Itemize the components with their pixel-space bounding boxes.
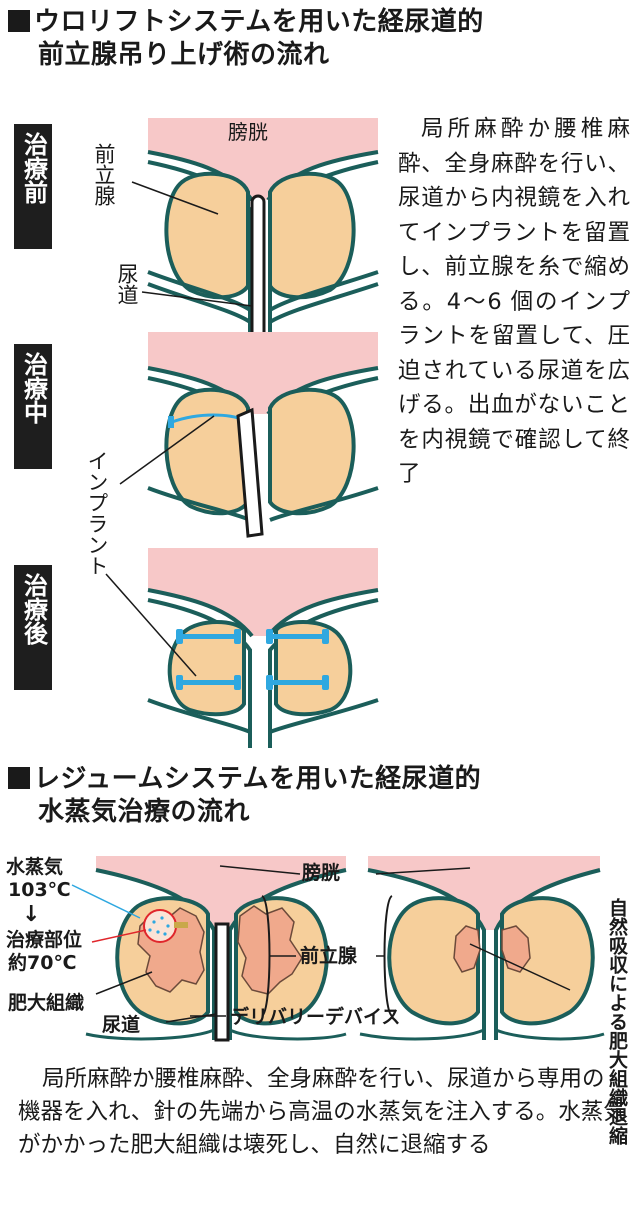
- label-delivery-device: デリバリーデバイス: [230, 1006, 401, 1028]
- section1-title-line2: 前立腺吊り上げ術の流れ: [38, 40, 330, 70]
- arrow-down-icon: ↓: [22, 902, 41, 927]
- diagram-steam-treatment: [71, 856, 347, 1042]
- section2-description: 局所麻酔か腰椎麻酔、全身麻酔を行い、尿道から専用の機器を入れ、針の先端から高温の…: [18, 1066, 626, 1158]
- label-prostate-1: 前立腺: [92, 143, 116, 206]
- stage-badge-during: 治療中: [14, 344, 52, 469]
- label-steam: 水蒸気: [6, 856, 64, 878]
- label-prostate-2: 前立腺: [300, 945, 358, 967]
- section1-description: 局所麻酔か腰椎麻酔、全身麻酔を行い、尿道から内視鏡を入れてインプラントを留置し、…: [398, 116, 630, 487]
- label-urethra-2: 尿道: [102, 1014, 141, 1036]
- label-treated-area: 治療部位: [6, 929, 83, 951]
- diagram-after-absorption: [359, 856, 605, 1041]
- square-bullet-icon: [8, 767, 30, 789]
- label-bladder-1: 膀胱: [228, 120, 268, 144]
- label-bladder-2: 膀胱: [302, 862, 341, 884]
- label-treated-temp: 約70℃: [8, 952, 77, 974]
- section1-title-line1: ウロリフトシステムを用いた経尿道的: [34, 7, 484, 37]
- section2-title-line2: 水蒸気治療の流れ: [38, 797, 251, 827]
- diagram-after: [105, 548, 379, 748]
- section1-title: ウロリフトシステムを用いた経尿道的 前立腺吊り上げ術の流れ: [8, 6, 484, 72]
- label-implant: インプラント: [85, 450, 109, 576]
- label-hypertrophic-tissue: 肥大組織: [8, 992, 85, 1014]
- section2-title: レジュームシステムを用いた経尿道的 水蒸気治療の流れ: [8, 763, 481, 829]
- label-natural-absorption: 自然吸収による肥大組織退縮: [606, 898, 628, 1145]
- label-urethra-1: 尿道: [115, 263, 139, 305]
- diagram-before: [131, 118, 379, 342]
- diagram-during: [119, 332, 379, 538]
- label-steam-temp: 103℃: [8, 879, 71, 901]
- stage-badge-after: 治療後: [14, 565, 52, 690]
- stage-badge-before: 治療前: [14, 124, 52, 249]
- square-bullet-icon: [8, 10, 30, 32]
- section2-title-line1: レジュームシステムを用いた経尿道的: [34, 764, 482, 794]
